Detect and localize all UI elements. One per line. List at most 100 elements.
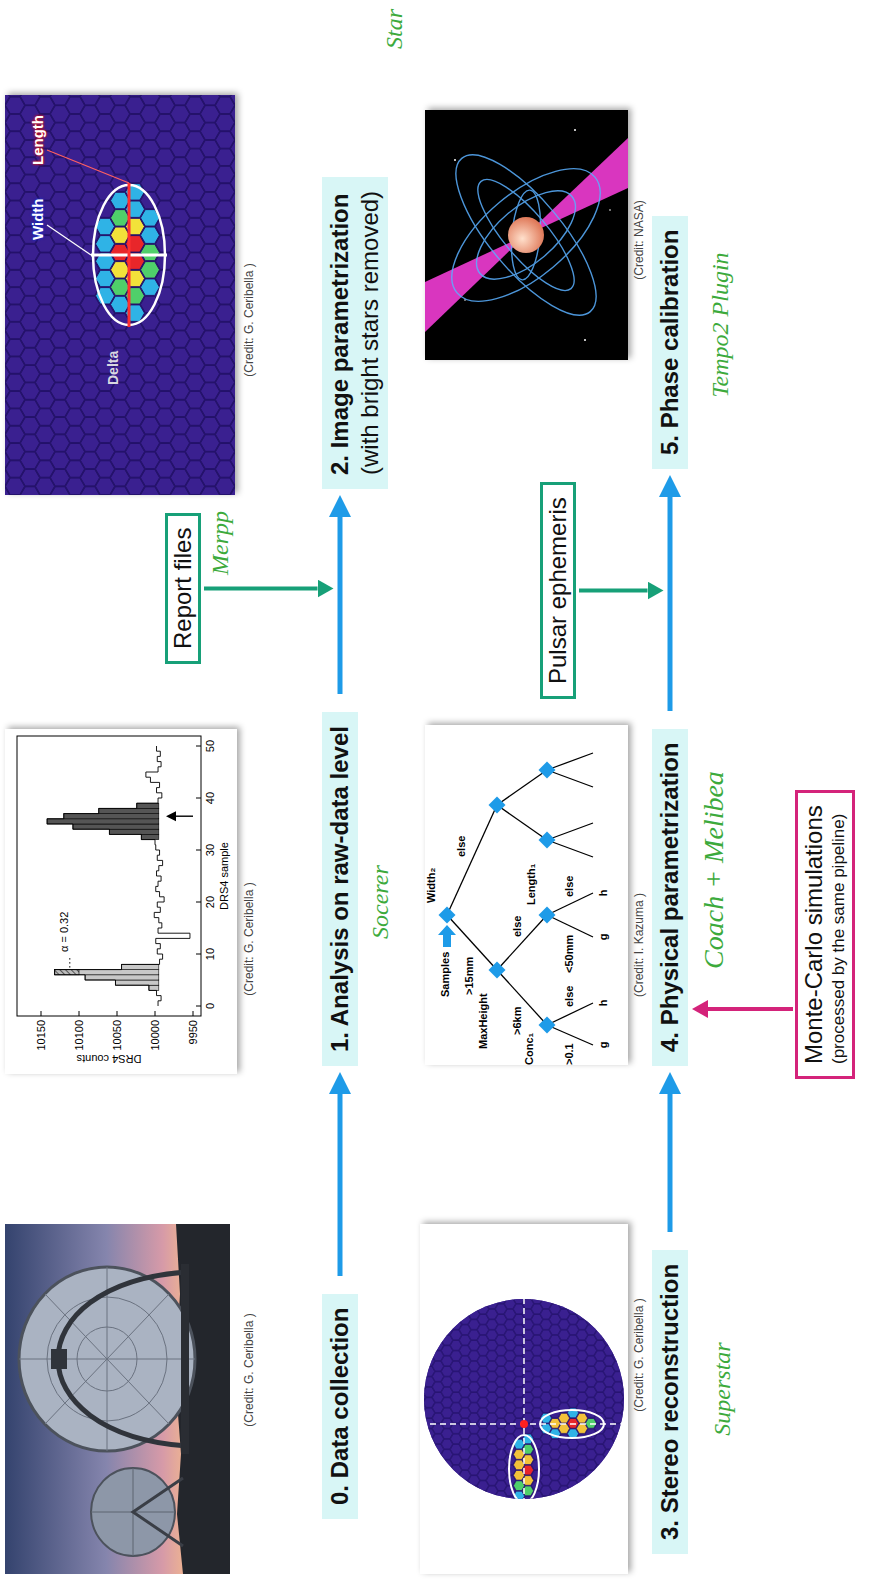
drawing-path	[531, 1429, 542, 1439]
drawing-path	[612, 1444, 623, 1454]
drawing-path	[576, 1361, 587, 1371]
tree-label: Conc₁	[523, 1033, 536, 1065]
drawing-path	[513, 1356, 524, 1366]
drawing-path	[495, 1304, 506, 1314]
drawing-path	[567, 1304, 578, 1314]
drawing-path	[558, 1289, 569, 1299]
drawing-path	[441, 1502, 452, 1512]
drawing-path	[477, 1335, 488, 1345]
drawing-path	[486, 1216, 497, 1226]
drawing-path	[450, 1496, 461, 1506]
tree-label: else	[455, 836, 468, 857]
drawing-path	[567, 1564, 578, 1574]
drawing-path	[558, 1247, 569, 1257]
drawing-path	[567, 1377, 578, 1387]
drawing-path	[423, 1315, 434, 1325]
drawing-path	[504, 1226, 515, 1236]
drawing-path	[432, 1548, 443, 1558]
drawing-path	[459, 1439, 470, 1449]
drawing-path	[477, 1522, 488, 1532]
drawing-path	[567, 1512, 578, 1522]
drawing-path	[549, 1439, 560, 1449]
drawing-path	[441, 1491, 452, 1501]
drawing-path	[447, 805, 497, 915]
drawing-path	[549, 1211, 560, 1221]
drawing-path	[603, 1283, 614, 1293]
drawing-path	[513, 1470, 524, 1480]
drawing-path	[547, 753, 593, 770]
drawing-path	[477, 1450, 488, 1460]
drawing-path	[441, 1460, 452, 1470]
drawing-path	[585, 1543, 596, 1553]
drawing-path	[432, 1268, 443, 1278]
drawing-path	[486, 1268, 497, 1278]
drawing-path	[231, 331, 236, 347]
drawing-path	[540, 1455, 551, 1465]
drawing-path	[594, 1330, 605, 1340]
drawing-path	[531, 1221, 542, 1231]
drawing-path	[441, 1522, 452, 1532]
drawing-path	[621, 1315, 632, 1325]
drawing-path	[414, 1455, 425, 1465]
drawing-path	[450, 1382, 461, 1392]
drawing-path	[495, 1367, 506, 1377]
drawing-path	[495, 1470, 506, 1480]
drawing-path	[585, 1491, 596, 1501]
drawing-path	[549, 1273, 560, 1283]
tick-label: 10000	[149, 1020, 162, 1051]
drawing-path	[468, 1528, 479, 1538]
drawing-path	[513, 1398, 524, 1408]
drawing-path	[567, 1543, 578, 1553]
drawing-path	[441, 1221, 452, 1231]
drawing-path	[486, 1434, 497, 1444]
drawing-path	[486, 1289, 497, 1299]
drawing-path	[477, 1574, 488, 1579]
drawing-path	[441, 1294, 452, 1304]
drawing-path	[459, 1491, 470, 1501]
flow-arrow	[579, 589, 648, 593]
drawing-path	[576, 1237, 587, 1247]
drawing-path	[540, 1382, 551, 1392]
drawing-path	[513, 1335, 524, 1345]
drawing-path	[585, 1356, 596, 1366]
process-step: 1. Analysis on raw-data level	[322, 712, 358, 1066]
drawing-path	[432, 1403, 443, 1413]
drawing-path	[531, 1325, 542, 1335]
drawing-rect	[5, 95, 235, 495]
drawing-path	[441, 1377, 452, 1387]
drawing-path	[540, 1289, 551, 1299]
drawing-path	[547, 823, 593, 840]
drawing-path	[423, 1460, 434, 1470]
drawing-path	[549, 1574, 560, 1579]
drawing-path	[531, 1574, 542, 1579]
drawing-path	[594, 1341, 605, 1351]
node-text: 3. Stereo reconstruction	[655, 1264, 685, 1540]
drawing-path	[459, 1574, 470, 1579]
tick-label: 10	[204, 948, 217, 960]
drawing-path	[450, 1413, 461, 1423]
drawing-path	[459, 1231, 470, 1241]
drawing-path	[540, 1496, 551, 1506]
drawing-path	[603, 1335, 614, 1345]
drawing-path	[576, 1413, 587, 1423]
drawing-g	[425, 129, 628, 341]
drawing-path	[585, 1398, 596, 1408]
drawing-path	[522, 1216, 533, 1226]
node-text: 0. Data collection	[325, 1308, 355, 1505]
drawing-path	[468, 1444, 479, 1454]
drawing-path	[612, 1403, 623, 1413]
drawing-path	[504, 1403, 515, 1413]
drawing-path	[450, 1320, 461, 1330]
drawing-path	[585, 1387, 596, 1397]
drawing-path	[504, 1330, 515, 1340]
drawing-path	[504, 1237, 515, 1247]
drawing-path	[558, 1299, 569, 1309]
drawing-path	[504, 1278, 515, 1288]
drawing-path	[549, 1252, 560, 1262]
drawing-path	[231, 158, 236, 174]
drawing-path	[497, 770, 547, 805]
drawing-path	[612, 1496, 623, 1506]
drawing-path	[495, 1512, 506, 1522]
drawing-path	[549, 1481, 560, 1491]
drawing-path	[531, 1346, 542, 1356]
